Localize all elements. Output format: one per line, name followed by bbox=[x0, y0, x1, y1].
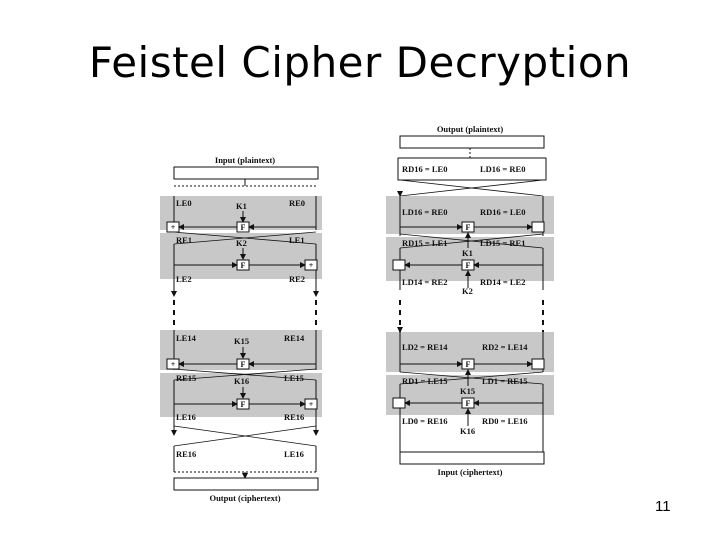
svg-text:F: F bbox=[466, 399, 471, 408]
enc-input-label: Input (plaintext) bbox=[215, 155, 275, 165]
svg-text:F: F bbox=[466, 261, 471, 270]
svg-text:+: + bbox=[171, 223, 176, 232]
enc-le1: LE1 bbox=[289, 235, 305, 245]
dec-row2-left: RD15 = LE1 bbox=[402, 238, 447, 248]
enc-re2: RE2 bbox=[289, 274, 305, 284]
page-number: 11 bbox=[655, 498, 671, 515]
dec-input-box bbox=[399, 451, 545, 465]
enc-le15: LE15 bbox=[284, 373, 304, 383]
dec-row17-right: RD0 = LE16 bbox=[482, 416, 527, 426]
enc-k16: K16 bbox=[234, 376, 249, 386]
dec-k1: K1 bbox=[462, 248, 473, 258]
svg-text:F: F bbox=[241, 261, 246, 270]
dec-row1-right: RD16 = LE0 bbox=[480, 207, 525, 217]
dec-row16-left: RD1 = LE15 bbox=[402, 376, 447, 386]
enc-k1: K1 bbox=[236, 201, 247, 211]
encryption-panel: Input (plaintext) LE0 K1 RE0 F + RE1 K2 … bbox=[160, 155, 322, 503]
dec-top-left: RD16 = LE0 bbox=[402, 164, 447, 174]
enc-le0: LE0 bbox=[176, 198, 192, 208]
dec-top-box bbox=[397, 157, 547, 181]
dec-input-label: Input (ciphertext) bbox=[438, 467, 503, 477]
enc-re16: RE16 bbox=[284, 412, 304, 422]
dec-output-box bbox=[399, 135, 545, 149]
dec-output-label: Output (plaintext) bbox=[437, 124, 504, 134]
enc-re0: RE0 bbox=[289, 198, 305, 208]
svg-text:+: + bbox=[309, 400, 314, 409]
dec-row15-left: LD2 = RE14 bbox=[402, 342, 448, 352]
enc-le2: LE2 bbox=[176, 274, 192, 284]
decryption-panel: Output (plaintext) RD16 = LE0 LD16 = RE0… bbox=[386, 124, 554, 477]
dec-k15: K15 bbox=[460, 386, 475, 396]
svg-text:+: + bbox=[171, 360, 176, 369]
enc-re15: RE15 bbox=[176, 373, 196, 383]
enc-re1: RE1 bbox=[176, 235, 192, 245]
dec-k16: K16 bbox=[460, 426, 475, 436]
enc-re14: RE14 bbox=[284, 333, 305, 343]
enc-f1-label: F bbox=[241, 223, 246, 232]
svg-text:F: F bbox=[466, 223, 471, 232]
enc-le14: LE14 bbox=[176, 333, 197, 343]
dec-row1-left: LD16 = RE0 bbox=[402, 207, 447, 217]
dec-xor2 bbox=[392, 259, 406, 271]
enc-k15: K15 bbox=[234, 336, 249, 346]
dec-row2-right: LD15 = RE1 bbox=[480, 238, 525, 248]
dec-top-right: LD16 = RE0 bbox=[480, 164, 525, 174]
enc-le16: LE16 bbox=[176, 412, 196, 422]
enc-output-label: Output (ciphertext) bbox=[209, 493, 280, 503]
slide-title: Feistel Cipher Decryption bbox=[88, 38, 632, 87]
svg-text:F: F bbox=[466, 360, 471, 369]
dec-k2: K2 bbox=[462, 286, 473, 296]
dec-xor15 bbox=[531, 358, 545, 370]
dec-row15-right: RD2 = LE14 bbox=[482, 342, 528, 352]
enc-final-re16: RE16 bbox=[176, 449, 196, 459]
svg-text:+: + bbox=[309, 261, 314, 270]
enc-k2: K2 bbox=[236, 238, 247, 248]
enc-output-box bbox=[173, 477, 319, 491]
enc-final-le16: LE16 bbox=[284, 449, 304, 459]
svg-text:F: F bbox=[241, 360, 246, 369]
dec-row16-right: LD1 = RE15 bbox=[482, 376, 527, 386]
dec-row3-left: LD14 = RE2 bbox=[402, 277, 447, 287]
dec-row3-right: RD14 = LE2 bbox=[480, 277, 525, 287]
svg-text:F: F bbox=[241, 400, 246, 409]
dec-row17-left: LD0 = RE16 bbox=[402, 416, 447, 426]
enc-input-box bbox=[173, 166, 319, 180]
dec-xor1 bbox=[531, 221, 545, 233]
dec-xor16 bbox=[392, 397, 406, 409]
